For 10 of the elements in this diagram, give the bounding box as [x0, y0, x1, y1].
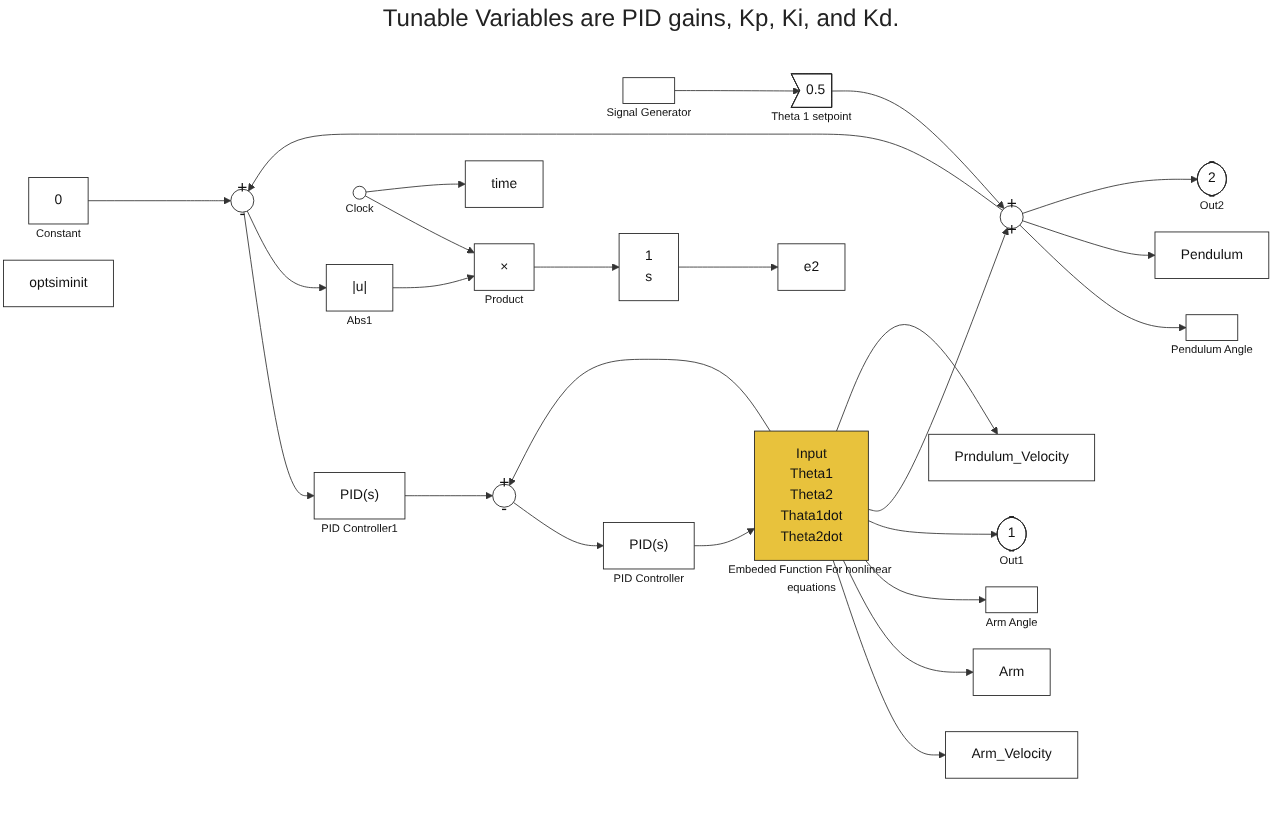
node-box: [985, 586, 1038, 614]
node-label: +: [1006, 194, 1017, 214]
node-circle: [352, 185, 367, 200]
node-circle: [999, 205, 1024, 229]
diagram-title: Tunable Variables are PID gains, Kp, Ki, and Kd.: [380, 4, 902, 32]
node-box: [622, 77, 676, 104]
node-circle: -: [230, 188, 255, 213]
node-label: +: [1006, 220, 1017, 240]
node-circle: -: [492, 483, 517, 508]
node-box: [1185, 314, 1239, 341]
